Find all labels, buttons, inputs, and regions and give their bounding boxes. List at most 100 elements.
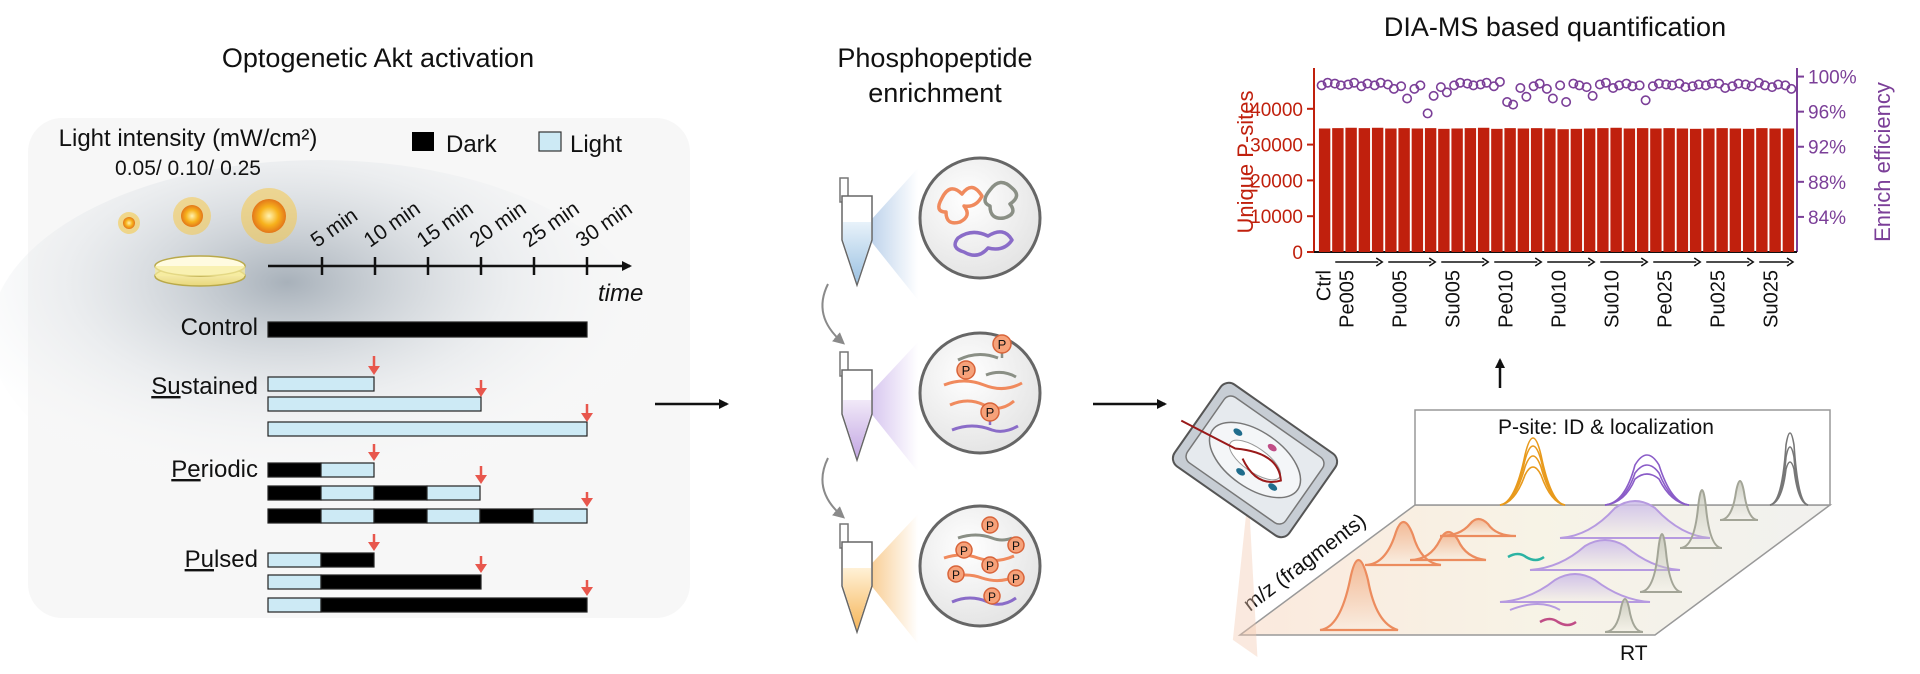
efficiency-point [1547, 93, 1558, 104]
group-label: Pu010 [1548, 270, 1570, 328]
sustained-light-bar [267, 421, 588, 437]
periodic-light-segment [320, 485, 375, 501]
efficiency-point [1587, 90, 1598, 101]
efficiency-point [1693, 79, 1704, 90]
efficiency-point [1608, 82, 1619, 93]
efficiency-point [1316, 80, 1327, 91]
gray-xic-peaks [1769, 432, 1809, 506]
bar [1371, 127, 1384, 252]
down-arrow-icon [581, 580, 593, 596]
efficiency-point [1375, 77, 1386, 88]
group-label: Pu005 [1389, 270, 1411, 328]
light-intensity-label: Light intensity (mW/cm²) [59, 125, 318, 152]
efficiency-point [1541, 83, 1552, 94]
y-tick-label: 0 [1292, 243, 1303, 264]
bar [1623, 128, 1636, 252]
y2-tick-label: 96% [1808, 103, 1846, 124]
group-bracket-arrow [1375, 257, 1384, 267]
y2-tick-label: 100% [1808, 68, 1857, 89]
purple-peaks [1499, 500, 1711, 603]
periodic-dark-segment [267, 485, 322, 501]
efficiency-point [1356, 81, 1367, 92]
efficiency-point [1786, 83, 1797, 94]
group-label: Su025 [1760, 270, 1782, 328]
optogenetic-panel: Optogenetic Akt activation Light intensi… [0, 43, 690, 618]
efficiency-point [1502, 97, 1513, 108]
tube-icon [839, 342, 918, 472]
bar [1716, 128, 1728, 252]
bar [1689, 128, 1702, 252]
efficiency-point [1515, 82, 1526, 93]
bar [1557, 129, 1569, 252]
bar [1530, 128, 1543, 252]
efficiency-point [1362, 78, 1373, 89]
efficiency-point [1700, 80, 1711, 91]
efficiency-point [1488, 81, 1499, 92]
down-arrow-icon [475, 556, 487, 573]
bar [1597, 128, 1609, 252]
efficiency-point [1508, 99, 1519, 110]
efficiency-point [1621, 78, 1632, 89]
legend-light-label: Light [570, 131, 622, 158]
efficiency-point [1561, 97, 1572, 108]
efficiency-point [1428, 90, 1439, 101]
bar [1411, 128, 1424, 252]
efficiency-point [1534, 78, 1545, 89]
sun-high-icon [241, 188, 297, 244]
down-arrow-icon [368, 534, 380, 551]
efficiency-point [1733, 78, 1744, 89]
efficiency-point [1634, 80, 1645, 91]
efficiency-point [1455, 77, 1466, 88]
enrichment-title-line1: Phosphopeptide [837, 43, 1032, 73]
bar [1570, 128, 1583, 252]
svg-text:P: P [998, 337, 1007, 352]
bar [1583, 128, 1596, 252]
svg-text:P: P [1012, 539, 1020, 553]
group-label: Pe005 [1336, 270, 1358, 328]
periodic-light-segment [426, 485, 481, 501]
efficiency-point [1568, 78, 1579, 89]
bar [1742, 128, 1755, 252]
orange-peaks [1319, 517, 1517, 632]
svg-text:P: P [960, 544, 968, 558]
legend-light-swatch [538, 131, 562, 152]
phospho-badge: P [955, 541, 973, 559]
curved-arrow-icon [821, 457, 846, 519]
phospho-badge: P [1007, 536, 1025, 554]
efficiency-point [1521, 91, 1532, 102]
phospho-badge: P [956, 360, 976, 380]
optogenetic-title: Optogenetic Akt activation [222, 43, 534, 73]
bar [1756, 128, 1768, 252]
efficiency-point [1767, 82, 1778, 93]
bar [1424, 128, 1437, 252]
group-bracket-arrow [1534, 257, 1543, 267]
bar [1703, 128, 1715, 252]
periodic-light-segment [320, 508, 375, 524]
efficiency-point [1422, 108, 1433, 119]
efficiency-point [1396, 81, 1407, 92]
condition-control-label: Control [181, 314, 258, 341]
down-arrow-icon [475, 466, 487, 484]
y-tick-label: 10000 [1250, 207, 1303, 228]
efficiency-point [1627, 81, 1638, 92]
quantification-title: DIA-MS based quantification [1384, 12, 1726, 42]
condition-sustained-label: Sustained [151, 373, 258, 400]
legend-dark-label: Dark [446, 131, 498, 158]
phospho-badge: P [981, 516, 999, 534]
efficiency-point [1581, 82, 1592, 93]
bar [1385, 128, 1397, 252]
stimulation-bars [267, 321, 588, 613]
bar [1318, 128, 1331, 252]
periodic-dark-segment [267, 508, 322, 524]
y2-axis-title: Enrich efficiency [1870, 82, 1895, 242]
efficiency-point [1329, 78, 1340, 89]
efficiency-point [1555, 80, 1566, 91]
periodic-dark-segment [267, 462, 322, 478]
efficiency-point [1600, 77, 1611, 88]
orange-xic-peaks [1499, 437, 1566, 506]
time-axis-label: time [598, 280, 643, 307]
efficiency-point [1322, 77, 1333, 88]
bar [1769, 128, 1781, 252]
down-arrow-icon [475, 380, 487, 397]
efficiency-point [1343, 79, 1354, 90]
